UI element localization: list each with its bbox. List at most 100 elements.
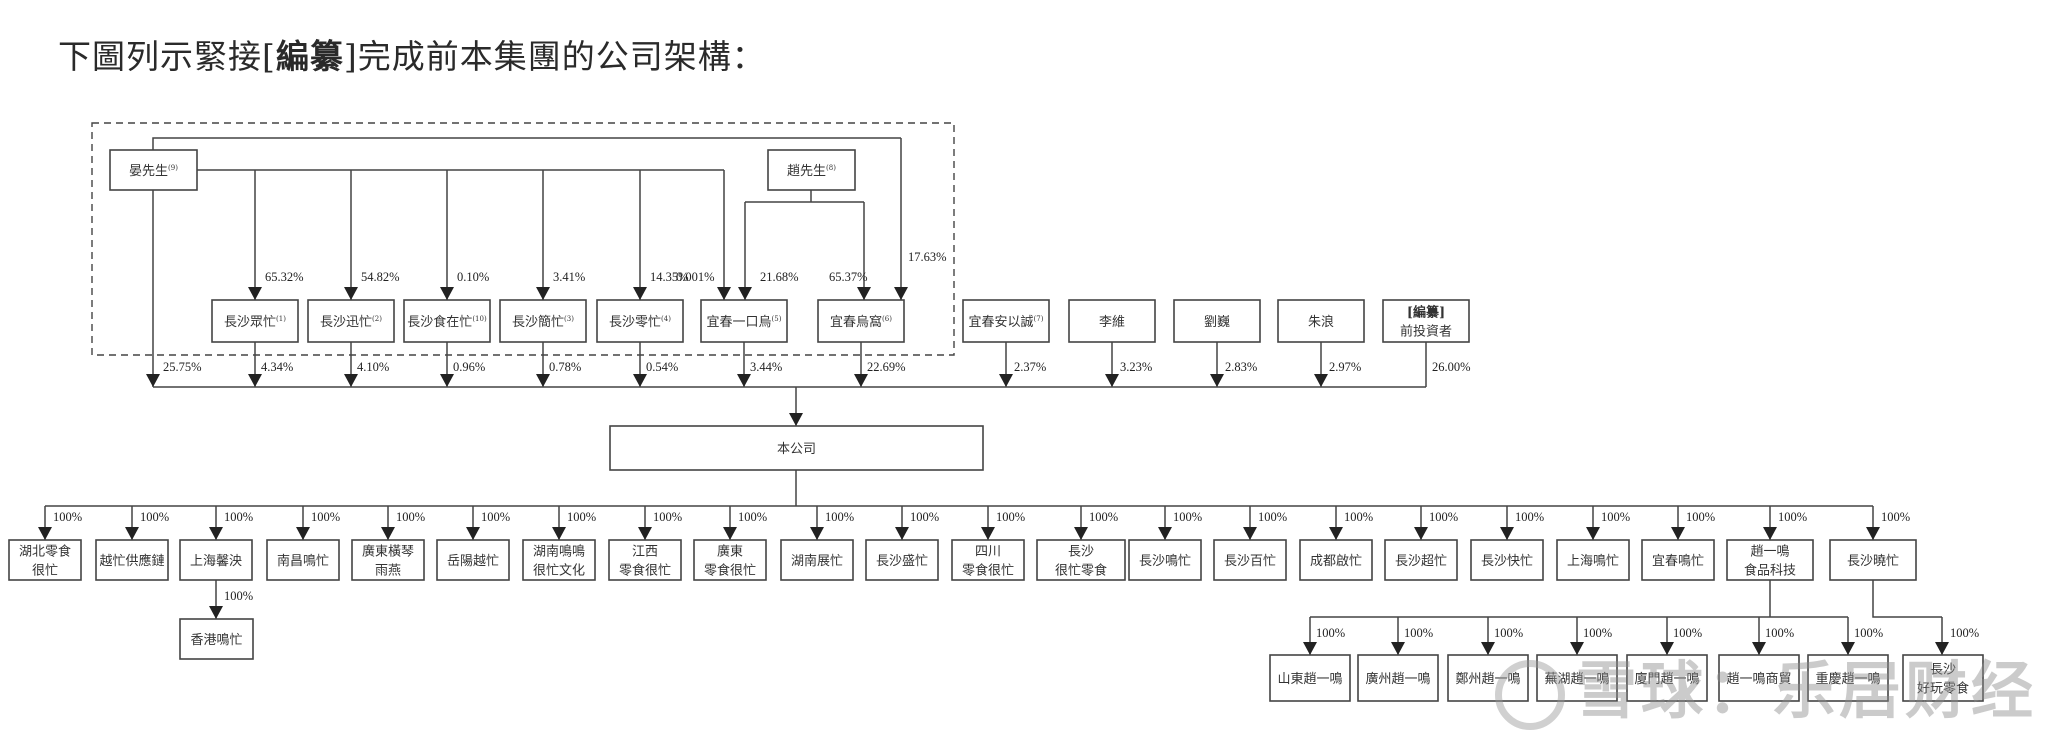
ownership-percentage: 100% (1601, 510, 1630, 524)
entity-label: 零食很忙 (704, 563, 756, 579)
entity-label: 上海馨泱 (190, 553, 242, 569)
footnote-marker: (9) (168, 164, 178, 172)
entity-label: 成都啟忙 (1310, 554, 1362, 569)
connector-line (152, 137, 901, 150)
footnote-marker: (2) (372, 315, 382, 323)
shareholder-box: 李維 (1068, 299, 1156, 343)
ownership-percentage: 26.00% (1432, 360, 1471, 374)
page-title: 下圖列示緊接[編纂]完成前本集團的公司架構： (58, 30, 766, 78)
entity-box (1829, 539, 1917, 581)
entity-label: 長沙食在忙(10) (407, 314, 487, 330)
ownership-percentage: 100% (738, 510, 767, 524)
entity-label: 南昌鳴忙 (277, 553, 329, 569)
title-prefix: 下圖列示緊接[ (58, 37, 276, 76)
holding-entity-box: 長沙食在忙(10) (403, 299, 491, 343)
ownership-percentage: 100% (1686, 510, 1715, 524)
entity-label: 長沙百忙 (1224, 554, 1276, 569)
shareholder-box: 劉巍 (1173, 299, 1261, 343)
ownership-percentage: 100% (825, 510, 854, 524)
arrow-head-icon (1243, 527, 1257, 540)
entity-box (95, 539, 169, 581)
entity-label: 劉巍 (1204, 315, 1230, 330)
entity-label: 長沙快忙 (1481, 554, 1533, 569)
ownership-percentage: 0.54% (646, 360, 678, 374)
ownership-percentage: 0.001% (676, 270, 715, 284)
entity-label: 趙一鳴 (1750, 544, 1789, 560)
arrow-head-icon (894, 287, 908, 300)
subsidiary-box: 山東趙一鳴 (1269, 654, 1351, 702)
ownership-percentage: 4.10% (357, 360, 389, 374)
ownership-percentage: 100% (1316, 626, 1345, 640)
arrow-head-icon (1586, 527, 1600, 540)
entity-box (780, 539, 854, 581)
ownership-percentage: 14.35% (650, 270, 689, 284)
arrow-head-icon (248, 287, 262, 300)
arrow-head-icon (999, 374, 1013, 387)
arrow-head-icon (344, 287, 358, 300)
entity-label: 廣州趙一鳴 (1365, 671, 1430, 687)
ownership-percentage: 100% (481, 510, 510, 524)
entity-label: 廣東 (717, 544, 743, 560)
subsidiary-box: 宜春鳴忙 (1641, 539, 1715, 581)
entity-box (436, 539, 510, 581)
entity-box (1718, 654, 1800, 702)
arrow-head-icon (1414, 527, 1428, 540)
entity-box (608, 539, 682, 581)
arrow-head-icon (1074, 527, 1088, 540)
arrow-head-icon (638, 527, 652, 540)
arrow-head-icon (440, 374, 454, 387)
ownership-percentage: 100% (996, 510, 1025, 524)
ownership-percentage: 100% (1344, 510, 1373, 524)
ownership-percentage: 0.78% (549, 360, 581, 374)
subsidiary-box: 廣州趙一鳴 (1357, 654, 1439, 702)
ownership-percentage: 100% (1258, 510, 1287, 524)
entity-label: 宜春一口烏(5) (707, 314, 782, 330)
footnote-marker: (10) (472, 315, 487, 323)
arrow-head-icon (981, 527, 995, 540)
entity-label: 湖南展忙 (791, 553, 843, 569)
subsidiary-box: 長沙曉忙 (1829, 539, 1917, 581)
subsidiary-box: 成都啟忙 (1299, 539, 1373, 581)
shareholder-box: 宜春安以誠(7) (962, 299, 1050, 343)
arrow-head-icon (536, 374, 550, 387)
arrow-head-icon (1105, 374, 1119, 387)
ownership-percentage: 4.34% (261, 360, 293, 374)
ownership-percentage: 3.23% (1120, 360, 1152, 374)
footnote-marker: (3) (564, 315, 574, 323)
arrow-head-icon (1866, 527, 1880, 540)
ownership-percentage: 3.41% (553, 270, 585, 284)
subsidiary-box: 長沙鳴忙 (1128, 539, 1202, 581)
entity-box (817, 299, 905, 343)
entity-label: 長沙零忙(4) (609, 315, 671, 330)
arrow-head-icon (536, 287, 550, 300)
entity-box (1299, 539, 1373, 581)
ownership-percentage: 0.10% (457, 270, 489, 284)
entity-label: 長沙曉忙 (1847, 554, 1899, 569)
ownership-percentage: 3.44% (750, 360, 782, 374)
entity-label: 前投資者 (1400, 324, 1452, 340)
entity-label: 長沙超忙 (1395, 554, 1447, 569)
footnote-marker: (5) (772, 315, 782, 323)
entity-label: 趙一鳴商貿 (1726, 671, 1791, 687)
arrow-head-icon (854, 374, 868, 387)
arrow-head-icon (209, 606, 223, 619)
footnote-marker: (1) (276, 315, 286, 323)
entity-box (1447, 654, 1529, 702)
arrow-head-icon (1210, 374, 1224, 387)
subsidiary-box: 長沙盛忙 (865, 539, 939, 581)
entity-box (1641, 539, 1715, 581)
footnote-marker: (7) (1034, 315, 1044, 323)
entity-label: 四川 (975, 545, 1001, 560)
dashed-group-boundary (91, 122, 955, 356)
entity-label: 雨燕 (375, 564, 401, 579)
arrow-head-icon (1391, 642, 1405, 655)
arrow-head-icon (209, 527, 223, 540)
ownership-percentage: 100% (224, 589, 253, 603)
ownership-percentage: 65.37% (829, 270, 868, 284)
arrow-head-icon (466, 527, 480, 540)
entity-label: 晏先生(9) (129, 164, 178, 179)
entity-label: 很忙 (32, 564, 58, 579)
ownership-percentage: 100% (53, 510, 82, 524)
